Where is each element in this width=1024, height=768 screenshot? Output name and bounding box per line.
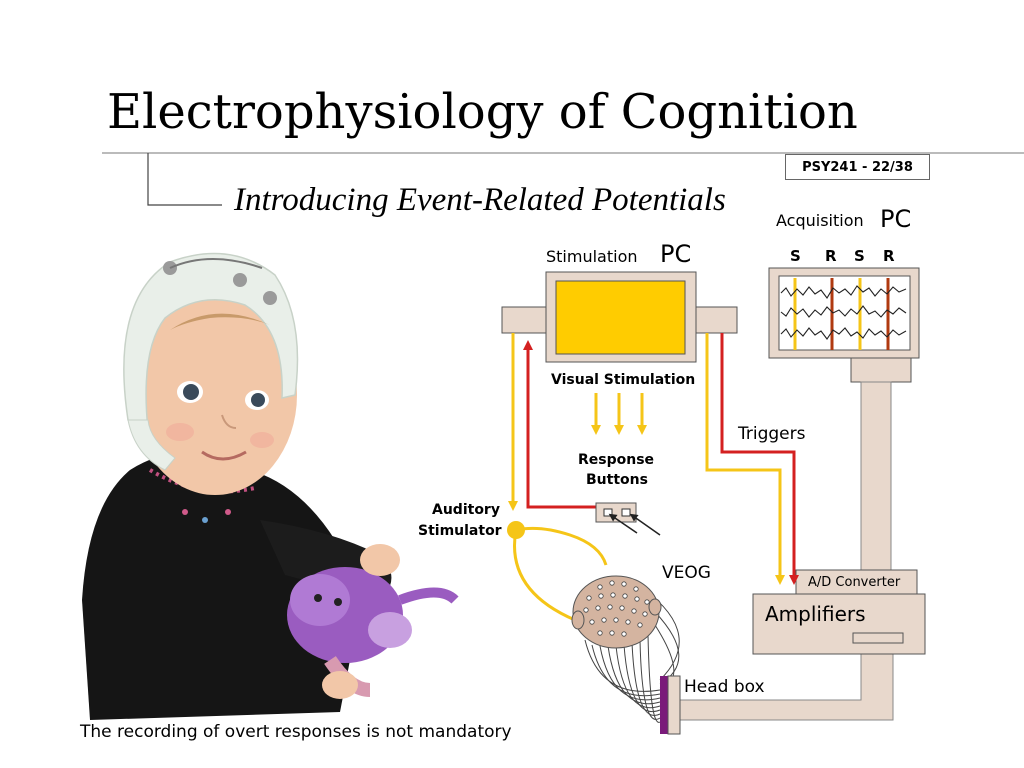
trigger-line-response <box>720 333 799 585</box>
response-line <box>523 340 596 509</box>
amplifier-unit <box>752 569 926 655</box>
earphone-cable-right <box>515 526 608 566</box>
auditory-label-line2: Stimulator <box>418 523 502 539</box>
stimulus-screen <box>555 280 686 355</box>
slide-number: PSY241 - 22/38 <box>785 154 930 180</box>
acquisition-pc-label: PC <box>880 205 912 233</box>
stimulation-pc <box>501 271 738 363</box>
amplifiers-label: Amplifiers <box>765 602 866 626</box>
visual-stimulation-arrows <box>591 393 647 435</box>
head-box-connector <box>660 676 668 734</box>
acquisition-pc <box>768 267 920 383</box>
earphone-cable-left <box>513 529 576 622</box>
stimulation-pc-label: PC <box>660 240 692 268</box>
data-cable <box>679 381 894 721</box>
head-box <box>667 675 681 735</box>
ad-converter-box <box>795 569 918 595</box>
stimulation-label: Stimulation <box>546 247 638 266</box>
marker-r-2: R <box>883 247 895 265</box>
response-label-line2: Buttons <box>586 472 648 488</box>
auditory-label-line1: Auditory <box>432 502 500 518</box>
response-label-line1: Response <box>578 452 655 468</box>
marker-s-2: S <box>854 247 865 265</box>
veog-label: VEOG <box>662 563 711 583</box>
ad-converter-label: A/D Converter <box>808 575 901 590</box>
marker-r-1: R <box>825 247 837 265</box>
head-box-label: Head box <box>684 677 765 697</box>
slide-caption: The recording of overt responses is not … <box>80 722 512 742</box>
slide-subtitle: Introducing Event-Related Potentials <box>234 182 726 218</box>
trigger-line-stimulus <box>705 333 785 585</box>
acquisition-label: Acquisition <box>776 211 864 230</box>
electrode-wires <box>584 579 680 723</box>
slide-title: Electrophysiology of Cognition <box>107 84 858 140</box>
electrode-head <box>571 575 662 649</box>
visual-stimulation-label: Visual Stimulation <box>551 372 696 388</box>
response-buttons-device <box>595 502 661 536</box>
marker-s-1: S <box>790 247 801 265</box>
triggers-label: Triggers <box>738 424 806 444</box>
amplifiers-box <box>752 593 926 655</box>
